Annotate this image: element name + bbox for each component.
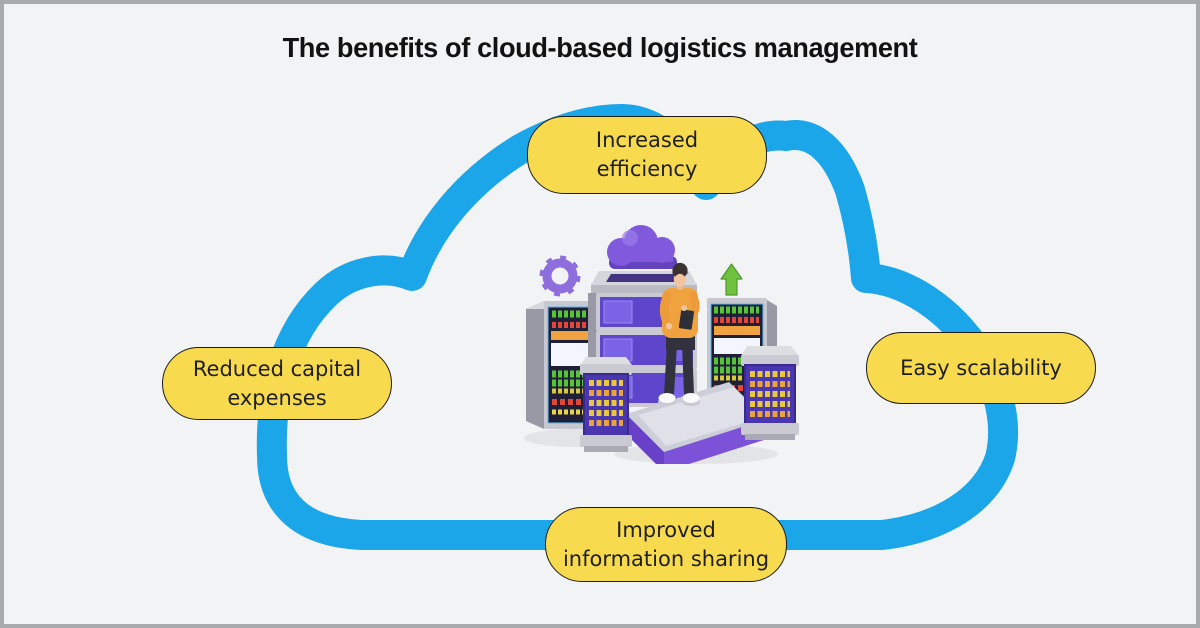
benefit-label-line: Improved (616, 517, 716, 542)
gear-icon (539, 255, 581, 297)
benefit-pill-increased-efficiency: Increased efficiency (527, 116, 767, 194)
benefit-pill-easy-scalability: Easy scalability (866, 332, 1096, 404)
server-tower-front-left (580, 357, 632, 452)
benefit-label-line: Easy scalability (900, 355, 1062, 380)
person-with-tablet (658, 262, 700, 406)
benefit-label-line: Increased (595, 128, 699, 152)
benefit-label-line: Reduced capital (192, 356, 362, 381)
arrow-up-icon (720, 263, 743, 296)
benefit-label-line: expenses (227, 385, 327, 410)
benefit-pill-reduced-capital-expenses: Reduced capital expenses (162, 347, 392, 420)
cloud-icon (607, 225, 677, 269)
page-title: The benefits of cloud-based logistics ma… (282, 32, 918, 63)
server-tower-front-right (741, 346, 799, 440)
benefit-pill-improved-information-sharing: Improved information sharing (545, 507, 787, 582)
benefit-label-line: efficiency (596, 157, 698, 181)
cloud-logistics-illustration (524, 225, 799, 464)
benefit-label-line: information sharing (562, 546, 770, 571)
